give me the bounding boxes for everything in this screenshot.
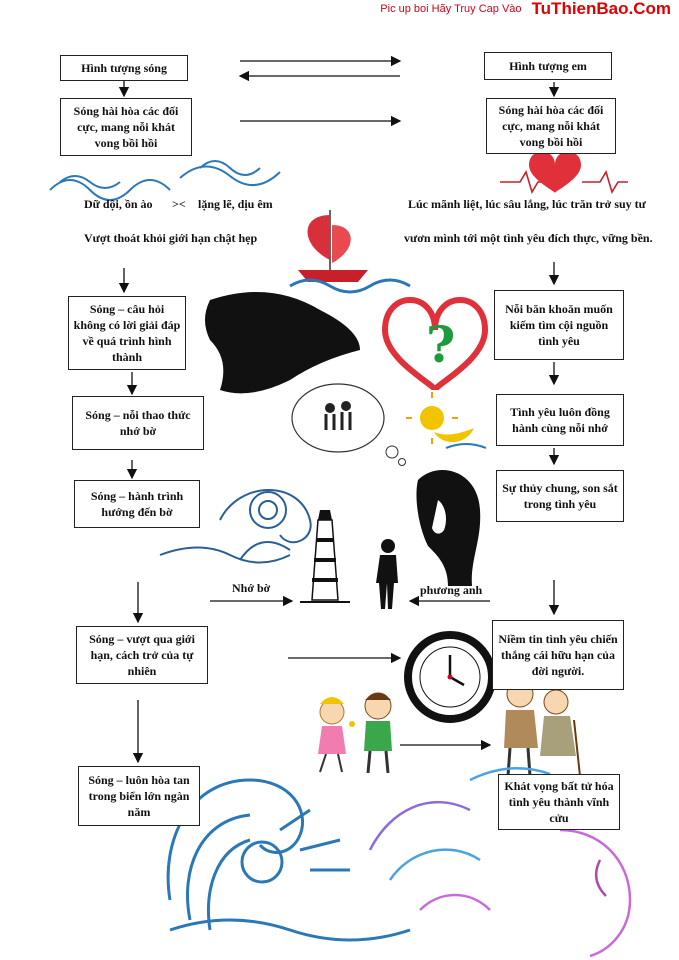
contrast-label-2: lặng lẽ, dịu êm xyxy=(198,197,273,211)
curly-wave-icon xyxy=(159,489,312,564)
man-silhouette-icon xyxy=(376,539,398,609)
label-phuong-anh: phương anh xyxy=(420,583,483,597)
sun-moon-icon xyxy=(406,392,487,449)
right-box-immortal: Khát vọng bất tử hóa tình yêu thành vĩnh… xyxy=(498,774,620,830)
right-note-1: Lúc mãnh liệt, lúc sâu lắng, lúc trăn tr… xyxy=(408,197,646,211)
brand-logo[interactable]: TuThienBao.Com xyxy=(531,0,671,18)
left-box-journey: Sóng – hành trình hướng đến bờ xyxy=(74,480,200,528)
question-heart-icon: ? xyxy=(381,297,489,392)
lighthouse-icon xyxy=(300,510,350,603)
left-box-eternal-sea: Sóng – luôn hòa tan trong biển lớn ngàn … xyxy=(78,766,200,826)
left-box-harmony: Sóng hài hòa các đối cực, mang nỗi khát … xyxy=(60,98,192,156)
right-title-box: Hình tượng em xyxy=(484,52,612,80)
clock-icon xyxy=(404,631,496,723)
big-wave-icon xyxy=(166,778,411,942)
children-icon xyxy=(318,692,392,774)
elderly-couple-icon xyxy=(504,680,581,777)
right-note-2: vươn mình tới một tình yêu đích thực, vữ… xyxy=(404,231,653,245)
heartbeat-heart-icon xyxy=(500,151,628,194)
label-nho-bo: Nhớ bờ xyxy=(232,581,271,595)
wave-icon xyxy=(49,160,281,201)
left-note: Vượt thoát khỏi giới hạn chật hẹp xyxy=(84,231,258,245)
woman-silhouette-icon xyxy=(416,470,481,586)
contrast-label-1: Dữ dội, ồn ào xyxy=(84,197,153,211)
contrast-symbol: >< xyxy=(172,197,186,211)
right-box-harmony: Sóng hài hòa các đối cực, mang nỗi khát … xyxy=(486,98,616,154)
header-note: Pic up boi Hãy Truy Cap Vào xyxy=(380,3,522,15)
svg-text:?: ? xyxy=(426,315,455,374)
left-box-longing: Sóng – nỗi thao thức nhớ bờ xyxy=(72,396,204,450)
right-box-faith: Niềm tin tình yêu chiến thắng cái hữu hạ… xyxy=(492,620,624,690)
colorful-wave-face-icon xyxy=(368,766,632,958)
thought-cloud-icon xyxy=(291,383,406,466)
right-box-companion: Tình yêu luôn đồng hành cùng nỗi nhớ xyxy=(496,394,624,446)
heart-boat-icon xyxy=(289,210,411,294)
left-box-question: Sóng – câu hỏi không có lời giải đáp về … xyxy=(68,296,186,370)
left-box-overcome: Sóng – vượt qua giới hạn, cách trở của t… xyxy=(76,626,208,684)
right-box-origin: Nỗi băn khoăn muốn kiếm tìm cội nguồn tì… xyxy=(494,290,624,360)
right-box-faithful: Sự thủy chung, son sắt trong tình yêu xyxy=(496,470,624,522)
site-header: Pic up boi Hãy Truy Cap Vào TuThienBao.C… xyxy=(380,0,671,18)
left-title-box: Hình tượng sóng xyxy=(60,55,188,81)
dark-swirl-icon xyxy=(205,292,360,394)
